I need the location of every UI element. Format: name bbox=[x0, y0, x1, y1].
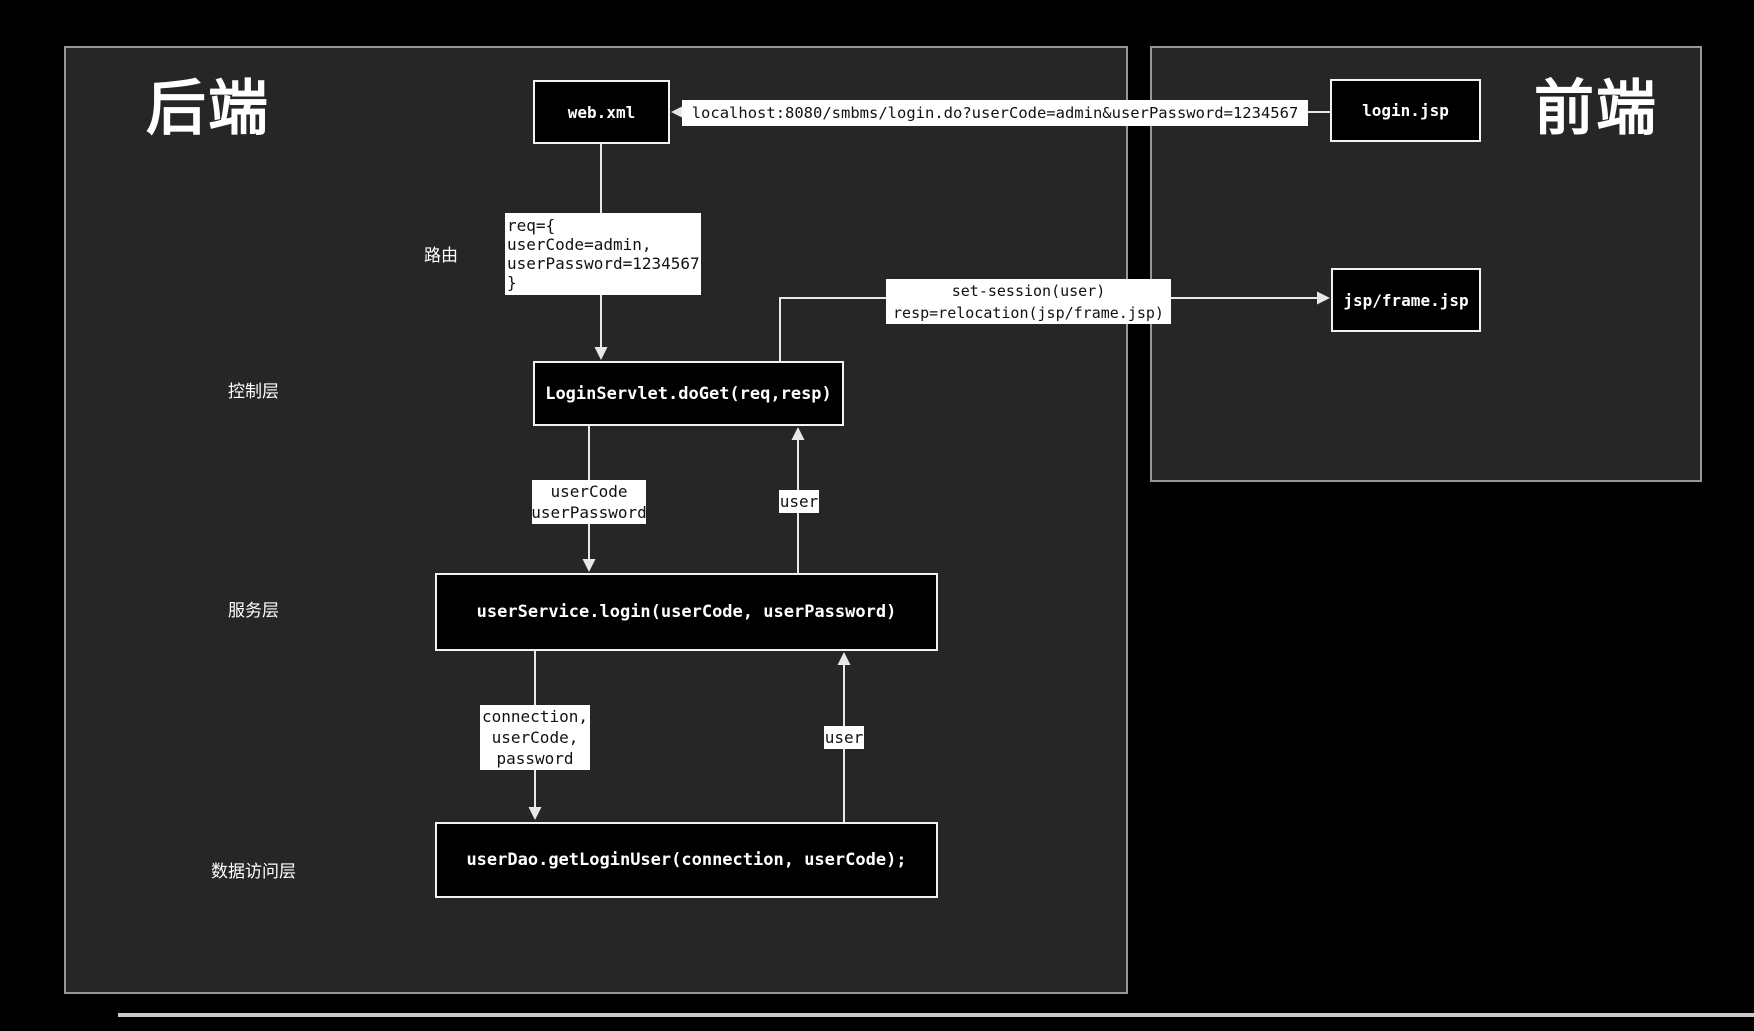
user-to-servlet-text: user bbox=[779, 492, 819, 511]
arrowhead-down-service bbox=[582, 559, 596, 572]
node-web-xml: web.xml bbox=[533, 80, 670, 144]
label-user-to-service: user bbox=[824, 726, 864, 749]
node-user-dao-label: userDao.getLoginUser(connection, userCod… bbox=[466, 850, 907, 870]
backend-title: 后端 bbox=[146, 75, 270, 142]
dao-params-line1: connection, bbox=[482, 707, 588, 726]
label-request-url: localhost:8080/smbms/login.do?userCode=a… bbox=[682, 100, 1308, 126]
label-dao-params: connection, userCode, password bbox=[480, 705, 590, 770]
layer-label-dao: 数据访问层 bbox=[211, 862, 296, 881]
node-login-jsp: login.jsp bbox=[1330, 79, 1481, 142]
session-line2: resp=relocation(jsp/frame.jsp) bbox=[893, 303, 1164, 322]
node-user-dao: userDao.getLoginUser(connection, userCod… bbox=[435, 822, 938, 898]
node-login-servlet-label: LoginServlet.doGet(req,resp) bbox=[545, 383, 832, 404]
node-frame-jsp-label: jsp/frame.jsp bbox=[1343, 290, 1469, 310]
req-object-line3: userPassword=1234567 bbox=[507, 254, 700, 273]
credentials-line2: userPassword bbox=[531, 503, 647, 522]
label-credentials: userCode userPassword bbox=[531, 480, 647, 524]
req-object-line4: } bbox=[507, 273, 517, 292]
arrowhead-right-frame-jsp bbox=[1317, 291, 1330, 305]
label-session: set-session(user) resp=relocation(jsp/fr… bbox=[886, 279, 1171, 324]
bottom-window-edge bbox=[118, 1013, 1754, 1017]
node-web-xml-label: web.xml bbox=[567, 102, 636, 122]
node-frame-jsp: jsp/frame.jsp bbox=[1331, 268, 1481, 332]
credentials-line1: userCode bbox=[550, 482, 628, 501]
request-url-text: localhost:8080/smbms/login.do?userCode=a… bbox=[691, 103, 1299, 122]
arrowhead-down-dao bbox=[528, 807, 542, 820]
req-object-line2: userCode=admin, bbox=[507, 235, 652, 254]
node-user-service: userService.login(userCode, userPassword… bbox=[435, 573, 938, 651]
layer-label-routing: 路由 bbox=[424, 246, 458, 265]
label-req-object: req={ userCode=admin, userPassword=12345… bbox=[505, 213, 701, 295]
session-line1: set-session(user) bbox=[951, 281, 1106, 300]
frontend-title: 前端 bbox=[1534, 75, 1658, 142]
dao-params-line3: password bbox=[496, 749, 574, 768]
arrowhead-down-servlet bbox=[594, 347, 608, 360]
req-object-line1: req={ bbox=[507, 216, 556, 235]
layer-label-controller: 控制层 bbox=[228, 382, 279, 401]
node-user-service-label: userService.login(userCode, userPassword… bbox=[476, 602, 897, 622]
arrowhead-up-service bbox=[837, 652, 851, 665]
user-to-service-text: user bbox=[824, 728, 864, 747]
arrowhead-up-servlet bbox=[791, 427, 805, 440]
dao-params-line2: userCode, bbox=[491, 728, 579, 747]
arrowhead-left-web-xml bbox=[671, 105, 684, 119]
layer-label-service: 服务层 bbox=[228, 601, 279, 620]
node-login-servlet: LoginServlet.doGet(req,resp) bbox=[533, 361, 844, 426]
node-login-jsp-label: login.jsp bbox=[1362, 101, 1449, 120]
label-user-to-servlet: user bbox=[779, 490, 819, 513]
